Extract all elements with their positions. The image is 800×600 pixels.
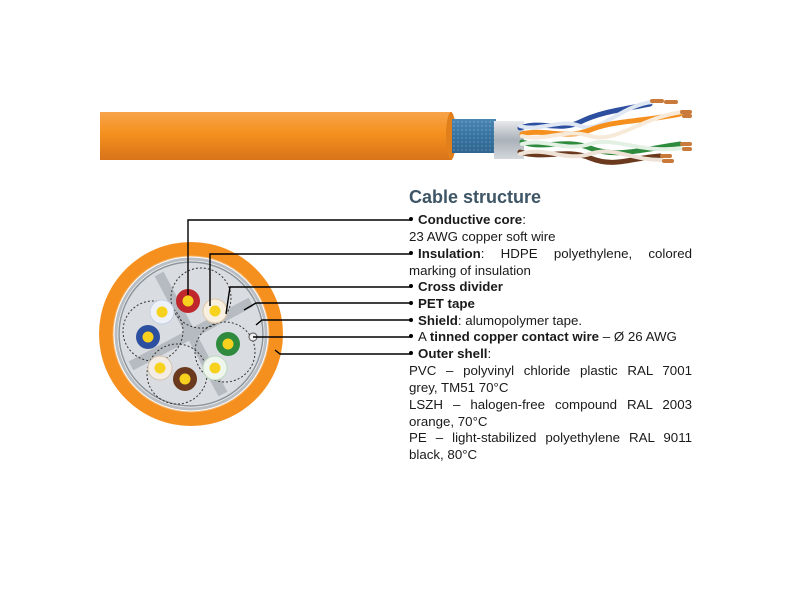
label-suffix: : bbox=[522, 212, 526, 227]
conductor-core bbox=[209, 362, 221, 374]
conductor-core bbox=[156, 306, 168, 318]
callout-insulation bbox=[209, 253, 411, 306]
label-name: Outer shell bbox=[418, 346, 488, 361]
desc-insulation: marking of insulation bbox=[409, 263, 692, 280]
label-cross-divider: Cross divider bbox=[409, 279, 503, 296]
pair-group-outline bbox=[170, 267, 232, 329]
copper-tip bbox=[680, 110, 692, 114]
bullet-icon bbox=[409, 334, 413, 339]
outer-jacket bbox=[100, 112, 452, 160]
label-outer-shell: Outer shell: bbox=[409, 346, 491, 363]
label-prefix: A bbox=[418, 329, 430, 344]
pair-orange-white-wire bbox=[520, 110, 684, 140]
pair-group-outline bbox=[122, 300, 184, 362]
pair-brown-wire bbox=[517, 149, 663, 165]
conductor-core bbox=[222, 338, 234, 350]
label-name: Cross divider bbox=[418, 279, 503, 294]
label-suffix: : HDPE polyethylene, colored bbox=[480, 246, 692, 261]
label-name: Shield bbox=[418, 313, 458, 328]
section-title: Cable structure bbox=[409, 187, 542, 207]
label-insulation: Insulation: HDPE polyethylene, colored bbox=[409, 246, 692, 263]
copper-tip bbox=[680, 142, 692, 146]
pair-red bbox=[176, 289, 228, 324]
label-suffix: : bbox=[487, 346, 492, 361]
bullet-icon bbox=[409, 301, 413, 306]
copper-tip bbox=[662, 159, 674, 163]
label-suffix: – Ø 26 AWG bbox=[599, 329, 677, 344]
bullet-icon bbox=[409, 217, 413, 222]
conductor-core bbox=[154, 362, 166, 374]
copper-tip bbox=[660, 154, 672, 158]
outer-shell-option-pvc: PVC – polyvinyl chloride plastic RAL 700… bbox=[409, 363, 692, 396]
option-line: LSZH – halogen-free compound RAL 2003 bbox=[409, 397, 692, 412]
pair-brown-white-wire bbox=[518, 149, 664, 162]
callout-lines bbox=[187, 219, 411, 355]
label-pet-tape: PET tape bbox=[409, 296, 475, 313]
option-line: orange, 70°C bbox=[409, 413, 488, 429]
copper-tip bbox=[650, 99, 664, 103]
bullet-icon bbox=[409, 318, 413, 323]
conductor-core bbox=[182, 295, 194, 307]
desc-conductive-core: 23 AWG copper soft wire bbox=[409, 229, 692, 246]
pair-blue-white-wire bbox=[518, 100, 654, 130]
callout-pet-tape bbox=[243, 302, 411, 311]
callout-cross-divider bbox=[225, 286, 411, 315]
option-line: PE – light-stabilized polyethylene RAL 9… bbox=[409, 430, 692, 445]
label-name: Conductive core bbox=[418, 212, 523, 227]
bullet-icon bbox=[409, 284, 413, 289]
twisted-pairs bbox=[517, 100, 684, 165]
pair-blue bbox=[136, 299, 175, 349]
copper-tip bbox=[664, 100, 678, 104]
label-name: PET tape bbox=[418, 296, 475, 311]
copper-tip bbox=[682, 114, 692, 118]
bullet-icon bbox=[409, 251, 413, 256]
pair-green bbox=[202, 332, 240, 381]
conductor-core bbox=[209, 305, 221, 317]
option-line: PVC – polyvinyl chloride plastic RAL 700… bbox=[409, 363, 692, 378]
bullet-icon bbox=[409, 351, 413, 356]
conductor-core bbox=[179, 373, 191, 385]
cable-cross-section bbox=[99, 242, 283, 426]
outer-shell-option-pe: PE – light-stabilized polyethylene RAL 9… bbox=[409, 430, 692, 463]
label-suffix: : alumopolymer tape. bbox=[457, 313, 583, 328]
callout-outer-shell bbox=[274, 349, 411, 355]
cable-side-view bbox=[100, 99, 692, 165]
label-shield: Shield: alumopolymer tape. bbox=[409, 313, 582, 330]
copper-tips bbox=[650, 99, 692, 163]
callout-shield bbox=[255, 319, 411, 326]
braid-shading bbox=[452, 119, 496, 153]
copper-tip bbox=[682, 147, 692, 151]
label-conductive-core: Conductive core: bbox=[409, 212, 526, 229]
conductor-core bbox=[142, 331, 154, 343]
callout-conductive-core bbox=[187, 219, 411, 295]
option-line: black, 80°C bbox=[409, 446, 478, 462]
outer-shell-option-lszh: LSZH – halogen-free compound RAL 2003 or… bbox=[409, 397, 692, 430]
label-name: Insulation bbox=[418, 246, 481, 261]
desc-line: 23 AWG copper soft wire bbox=[409, 229, 556, 244]
pair-green-white-wire bbox=[520, 139, 684, 152]
desc-line: marking of insulation bbox=[409, 263, 531, 278]
label-contact-wire: A tinned copper contact wire – Ø 26 AWG bbox=[409, 329, 677, 346]
pair-group-outline bbox=[194, 321, 256, 383]
pair-brown bbox=[147, 355, 197, 391]
label-name: tinned copper contact wire bbox=[429, 329, 600, 344]
option-line: grey, TM51 70°C bbox=[409, 379, 509, 395]
